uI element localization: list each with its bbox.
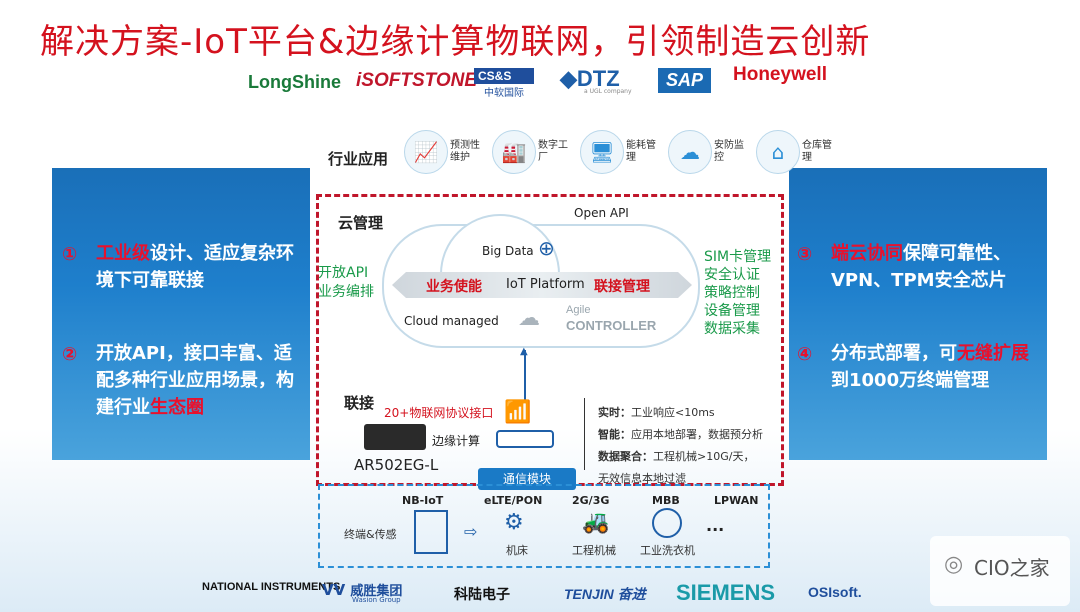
feature-number-1: ① bbox=[62, 244, 78, 265]
terminal-label: 终端&传感 bbox=[344, 528, 397, 541]
business-arrow-band bbox=[392, 272, 692, 298]
uplink-arrow-icon: ▲ bbox=[520, 346, 528, 357]
open-api-text: Open API bbox=[574, 206, 629, 220]
industry-label: 行业应用 bbox=[328, 150, 389, 168]
washer-label: 工业洗衣机 bbox=[640, 544, 695, 557]
controller-text: CONTROLLER bbox=[566, 318, 657, 333]
cloud-icon: ☁ bbox=[668, 130, 712, 174]
left-feature-panel: ① 工业级设计、适应复杂环境下可靠联接 ② 开放API，接口丰富、适配多种行业应… bbox=[52, 168, 310, 460]
feature-number-2: ② bbox=[62, 344, 78, 365]
app-security: ☁ 安防监控 bbox=[668, 124, 744, 180]
engineering-machine-label: 工程机械 bbox=[572, 544, 616, 557]
machine-tool-label: 机床 bbox=[506, 544, 528, 557]
device-model-text: AR502EG-L bbox=[354, 456, 439, 474]
monitor-icon: 🖥 bbox=[580, 130, 624, 174]
more-ellipsis: ... bbox=[706, 516, 725, 535]
big-data-text: Big Data bbox=[482, 244, 534, 258]
open-api-green: 开放API 业务编排 bbox=[318, 265, 374, 300]
osisoft-logo: OSIsoft. bbox=[808, 584, 862, 600]
network-2g3g: 2G/3G bbox=[572, 494, 610, 507]
excavator-icon: 🚜 bbox=[582, 510, 610, 535]
app-predictive: 📈 预测性维护 bbox=[404, 124, 480, 180]
wasion-logo: VV 威胜集团 Wasion Group bbox=[322, 581, 403, 604]
agile-text: Agile bbox=[566, 304, 591, 316]
clou-logo: 科陆电子 bbox=[454, 586, 510, 602]
network-mbb: MBB bbox=[652, 494, 680, 507]
connect-mgmt-text: 联接管理 bbox=[594, 279, 650, 295]
factory-icon: 🏭 bbox=[492, 130, 536, 174]
ni-logo: NATIONAL INSTRUMENTS bbox=[202, 581, 341, 593]
spec-list: 实时：工业响应<10ms 智能：应用本地部署，数据预分析 数据聚合：工程机械>1… bbox=[598, 406, 763, 485]
router-icon: 📶 bbox=[496, 400, 554, 454]
right-arrow-icon: ⇨ bbox=[464, 522, 478, 541]
cloud-managed-text: Cloud managed bbox=[404, 314, 499, 328]
isoftstone-logo: iSOFTSTONE bbox=[356, 70, 478, 91]
warehouse-icon: ⌂ bbox=[756, 130, 800, 174]
network-nbiot: NB-IoT bbox=[402, 494, 444, 507]
network-elte: eLTE/PON bbox=[484, 494, 543, 507]
industry-apps: 📈 预测性维护 🏭 数字工厂 🖥 能耗管理 ☁ 安防监控 ⌂ 仓库管理 bbox=[404, 124, 832, 180]
terminal-frame bbox=[318, 484, 770, 568]
business-enable-text: 业务使能 bbox=[426, 279, 482, 295]
app-digital-factory: 🏭 数字工厂 bbox=[492, 124, 568, 180]
wechat-icon: ◎ bbox=[944, 552, 964, 577]
agile-logo-icon: ☁ bbox=[518, 306, 540, 331]
edge-compute-text: 边缘计算 bbox=[432, 434, 481, 448]
uplink-line bbox=[524, 350, 526, 400]
network-lpwan: LPWAN bbox=[714, 494, 759, 507]
feature-1-text: 工业级设计、适应复杂环境下可靠联接 bbox=[96, 243, 294, 291]
iot-platform-text: IoT Platform bbox=[506, 277, 585, 292]
page-title: 解决方案-IoT平台&边缘计算物联网，引领制造云创新 bbox=[40, 22, 871, 62]
gateway-device-icon bbox=[364, 424, 426, 450]
compass-icon: ⊕ bbox=[538, 236, 555, 260]
feature-4-text: 分布式部署，可无缝扩展到1000万终端管理 bbox=[831, 343, 1029, 391]
spec-bracket bbox=[584, 398, 586, 470]
dtz-logo: ◆DTZ a UGL company bbox=[560, 66, 632, 95]
sensor-cabinet-icon bbox=[414, 510, 448, 554]
sap-logo: SAP bbox=[658, 68, 712, 93]
feature-2-text: 开放API，接口丰富、适配多种行业应用场景，构建行业生态圈 bbox=[96, 343, 294, 418]
watermark-box bbox=[930, 536, 1070, 606]
css-logo: CS&S 中软国际 bbox=[474, 68, 534, 99]
cloud-mgmt-label: 云管理 bbox=[338, 214, 384, 232]
feature-3-text: 端云协同保障可靠性、VPN、TPM安全芯片 bbox=[831, 243, 1011, 291]
watermark-text: CIO之家 bbox=[974, 556, 1050, 580]
app-energy: 🖥 能耗管理 bbox=[580, 124, 656, 180]
feature-number-4: ④ bbox=[797, 344, 813, 365]
honeywell-logo: Honeywell bbox=[733, 64, 827, 85]
longshine-logo: LongShine bbox=[248, 72, 341, 92]
app-warehouse: ⌂ 仓库管理 bbox=[756, 124, 832, 180]
feature-number-3: ③ bbox=[797, 244, 813, 265]
washer-icon bbox=[652, 508, 682, 538]
protocols-text: 20+物联网协议接口 bbox=[384, 406, 494, 420]
tenjin-logo: TENJIN 奋进 bbox=[564, 586, 646, 602]
mgmt-features-green: SIM卡管理 安全认证 策略控制 设备管理 数据采集 bbox=[704, 249, 772, 337]
siemens-logo: SIEMENS bbox=[676, 580, 776, 605]
machine-tool-icon: ⚙ bbox=[504, 510, 524, 535]
chart-icon: 📈 bbox=[404, 130, 448, 174]
right-feature-panel: ③ 端云协同保障可靠性、VPN、TPM安全芯片 ④ 分布式部署，可无缝扩展到10… bbox=[789, 168, 1047, 460]
connect-label: 联接 bbox=[344, 394, 375, 412]
